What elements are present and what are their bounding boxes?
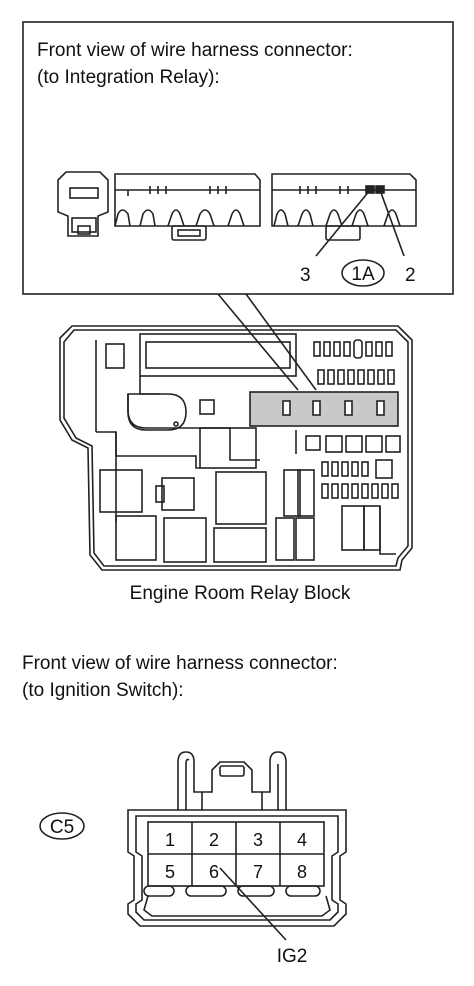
connector-code-badge-c5 [39,812,85,840]
pin-3: 3 [253,830,263,850]
relay-caption-line2: (to Integration Relay): [37,67,220,88]
pin-label-2: 2 [405,265,416,286]
pin-4: 4 [297,830,307,850]
pin-1: 1 [165,830,175,850]
ignition-caption-line1: Front view of wire harness connector: [22,653,338,674]
ig2-label: IG2 [277,946,308,967]
pin-label-3: 3 [300,265,311,286]
pin-7: 7 [253,862,263,882]
relay-block-label: Engine Room Relay Block [130,583,351,604]
small-connector [57,171,109,237]
pin-5: 5 [165,862,175,882]
pin-8: 8 [297,862,307,882]
connector-code-c5: C5 [50,817,74,838]
middle-connector [114,173,261,241]
relay-block [59,325,413,571]
highlighted-connector [249,391,399,427]
ignition-connector-c5 [127,751,347,941]
connector-code-badge-1a [341,259,385,287]
pin-2: 2 [209,830,219,850]
pin-6: 6 [209,862,219,882]
connector-code-1a: 1A [351,264,375,285]
relay-connector-1a [271,173,417,257]
callout-box [22,21,454,295]
ignition-caption-line2: (to Ignition Switch): [22,680,184,701]
relay-caption-line1: Front view of wire harness connector: [37,40,353,61]
